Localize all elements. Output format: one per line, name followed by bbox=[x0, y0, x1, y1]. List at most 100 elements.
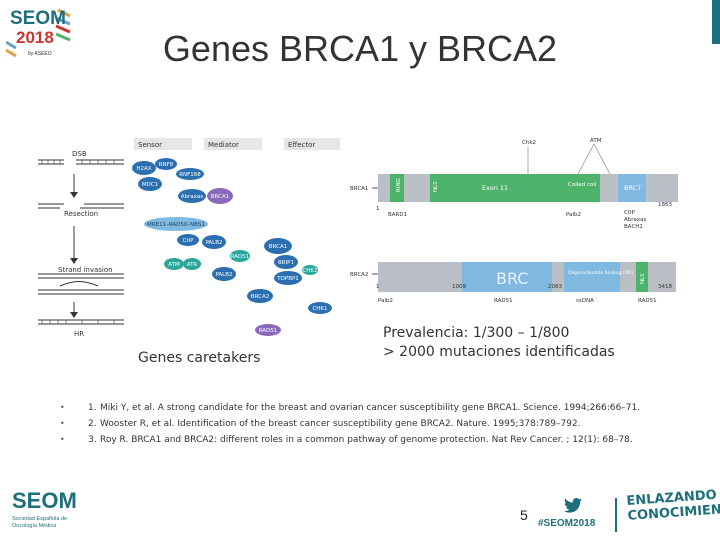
protein-palb2-b-label: PALB2 bbox=[215, 272, 232, 278]
protein-palb2-a-label: PALB2 bbox=[205, 240, 222, 246]
caretakers-caption: Genes caretakers bbox=[138, 350, 261, 366]
brca-domain-structure-diagram: BRCA1 RING NLS Exon 11 Coiled coil BRCT … bbox=[350, 138, 678, 304]
brca2-partner-rad51-b: RAD51 bbox=[638, 298, 657, 304]
brca2-name: BRCA2 bbox=[350, 272, 368, 278]
brca2-start: 1 bbox=[376, 284, 380, 290]
brca2-brc-label: BRC bbox=[496, 269, 528, 288]
brca1-ring-label: RING bbox=[396, 178, 402, 192]
brca1-partner-palb2: Palb2 bbox=[566, 212, 581, 218]
campaign-logo: ENLAZANDO CONOCIMIENTO bbox=[626, 486, 720, 524]
dna-strands-graphic bbox=[38, 159, 124, 325]
header-mediator: Mediator bbox=[208, 141, 239, 149]
brca2-partner-rad51-a: RAD51 bbox=[494, 298, 513, 304]
protein-brca1-b bbox=[264, 238, 292, 254]
protein-rnf8 bbox=[155, 158, 177, 170]
brca2-partner-palb2: Palb2 bbox=[378, 298, 393, 304]
protein-rnf8-label: RNF8 bbox=[159, 162, 174, 168]
protein-brip1-label: BRIP1 bbox=[278, 260, 294, 266]
reference-text: Miki Y, et al. A strong candidate for th… bbox=[100, 403, 641, 413]
brca2-brc-repeats bbox=[462, 262, 552, 292]
brca1-start: 1 bbox=[376, 206, 380, 212]
protein-chk1 bbox=[308, 302, 332, 314]
brca2-mid-a: 1009 bbox=[452, 284, 466, 290]
brca2-ob-label: Oligonucleotide binding (OB) bbox=[568, 270, 633, 276]
protein-brip1 bbox=[274, 255, 298, 269]
brca1-name: BRCA1 bbox=[350, 186, 368, 192]
label-hr: HR bbox=[74, 330, 84, 338]
protein-atr bbox=[183, 258, 201, 270]
header-sensor-bg bbox=[134, 138, 192, 150]
brca2-nls-domain bbox=[636, 262, 648, 292]
header-effector-bg bbox=[284, 138, 340, 150]
brca1-brct bbox=[618, 174, 646, 202]
footer-divider bbox=[615, 498, 617, 532]
reference-bullet: • bbox=[60, 435, 65, 444]
dna-rungs-graphic bbox=[41, 160, 115, 324]
header-sensor: Sensor bbox=[138, 141, 162, 149]
prevalence-block: Prevalencia: 1/300 – 1/800 > 2000 mutaci… bbox=[383, 324, 615, 362]
protein-rnf168-label: RNF168 bbox=[179, 172, 201, 178]
protein-atr-label: ATR bbox=[187, 262, 198, 268]
edge-accent-bar bbox=[712, 0, 720, 44]
brca1-kinase-chk2: Chk2 bbox=[522, 140, 536, 146]
reference-item: • 3. Roy R. BRCA1 and BRCA2: different r… bbox=[60, 432, 710, 448]
reference-item: • 2. Wooster R, et al. Identification of… bbox=[60, 416, 710, 432]
seom-wordmark: SEOM bbox=[12, 488, 77, 513]
logo-by-text: by ASEEO bbox=[28, 51, 52, 57]
protein-mdc1-label: MDC1 bbox=[142, 182, 158, 188]
protein-chk1-label: CHK1 bbox=[312, 306, 327, 312]
brca1-partner-bard1: BARD1 bbox=[388, 212, 407, 218]
prevalence-line: Prevalencia: 1/300 – 1/800 bbox=[383, 325, 570, 341]
protein-rad51-b-label: RAD51 bbox=[259, 328, 278, 334]
protein-h2ax-label: H2AX bbox=[136, 166, 151, 172]
protein-brca1-b-label: BRCA1 bbox=[269, 244, 287, 250]
seom-footer-logo: SEOM Sociedad Española de Oncología Médi… bbox=[12, 488, 82, 536]
protein-brca1-a bbox=[207, 188, 233, 204]
protein-ctip bbox=[177, 234, 199, 246]
brca2-end: 3418 bbox=[658, 284, 672, 290]
brca1-nls-label: NLS bbox=[433, 181, 439, 192]
seom-2018-logo: SEOM 2018 by ASEEO bbox=[6, 6, 72, 66]
protein-abraxas bbox=[178, 189, 206, 203]
reference-number: 3. bbox=[88, 435, 97, 445]
brca2-ob-domain bbox=[564, 262, 620, 292]
logo-seom-text: SEOM bbox=[10, 8, 66, 29]
twitter-hashtag: #SEOM2018 bbox=[538, 498, 608, 532]
protein-mrn-complex bbox=[144, 217, 208, 231]
references-list: • 1. Miki Y, et al. A strong candidate f… bbox=[60, 400, 710, 448]
protein-h2ax bbox=[132, 161, 156, 175]
protein-rad51-a bbox=[230, 250, 250, 262]
reference-bullet: • bbox=[60, 419, 65, 428]
protein-topbp1 bbox=[274, 271, 302, 285]
brca1-coiled-coil bbox=[564, 174, 600, 202]
protein-atm bbox=[164, 258, 184, 270]
reference-text: Roy R. BRCA1 and BRCA2: different roles … bbox=[100, 435, 633, 445]
reference-text: Wooster R, et al. Identification of the … bbox=[100, 419, 581, 429]
protein-topbp1-label: TOPBP1 bbox=[276, 276, 299, 282]
twitter-bird-icon bbox=[564, 498, 582, 513]
protein-chk2 bbox=[302, 265, 318, 275]
protein-palb2-a bbox=[202, 235, 226, 249]
brca1-brct-label: BRCT bbox=[624, 184, 641, 192]
protein-ctip-label: CtIP bbox=[183, 238, 195, 244]
protein-palb2-b bbox=[212, 267, 236, 281]
header-effector: Effector bbox=[288, 141, 315, 149]
reference-number: 2. bbox=[88, 419, 97, 429]
protein-rad51-b bbox=[255, 324, 281, 336]
dna-repair-pathway-diagram: Sensor Mediator Effector DSB Resection S… bbox=[24, 134, 342, 346]
reference-item: • 1. Miki Y, et al. A strong candidate f… bbox=[60, 400, 710, 416]
label-strand-invasion: Strand invasion bbox=[58, 266, 113, 274]
reference-number: 1. bbox=[88, 403, 97, 413]
brca1-partner-abraxas: Abraxas bbox=[624, 217, 647, 223]
brca1-exon11-label: Exon 11 bbox=[482, 184, 508, 192]
protein-brca1-a-label: BRCA1 bbox=[211, 194, 229, 200]
slide-title: Genes BRCA1 y BRCA2 bbox=[162, 28, 558, 69]
hashtag-text: #SEOM2018 bbox=[538, 518, 596, 529]
brca1-partner-bach1: BACH1 bbox=[624, 224, 643, 230]
seom-society-name: Sociedad Española de Oncología Médica bbox=[12, 516, 68, 529]
protein-chk2-label: CHK2 bbox=[302, 268, 317, 274]
logo-year-text: 2018 bbox=[16, 28, 54, 47]
protein-brca2-label: BRCA2 bbox=[251, 294, 269, 300]
brca1-coiled-coil-label: Coiled coil bbox=[568, 182, 597, 188]
protein-rad51-a-label: RAD51 bbox=[231, 254, 250, 260]
